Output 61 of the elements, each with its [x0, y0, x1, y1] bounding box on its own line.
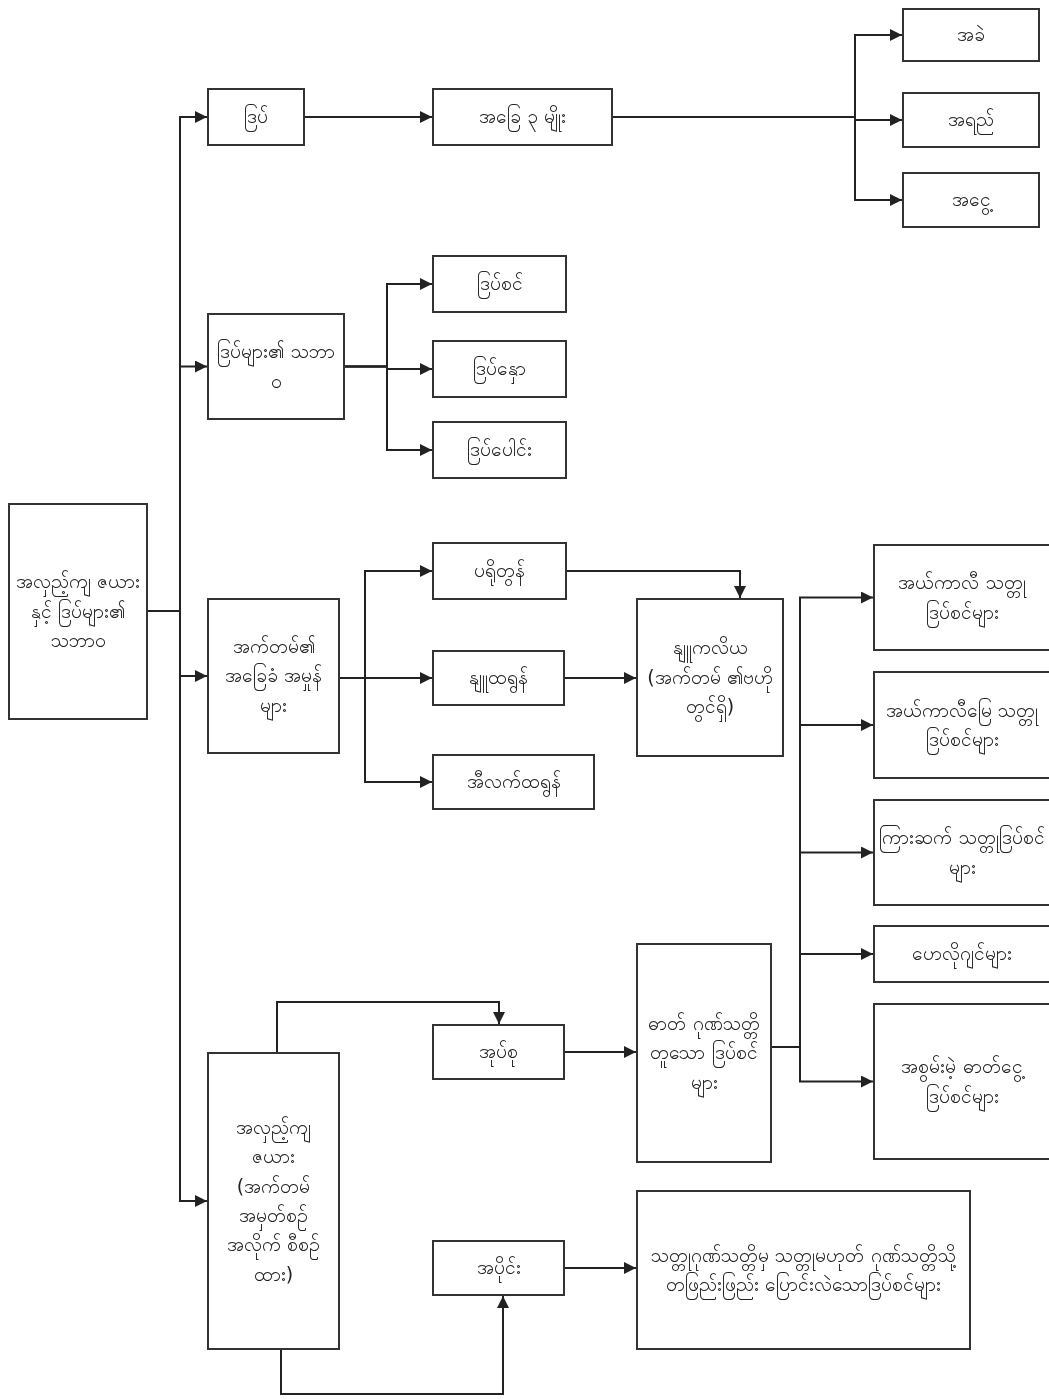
box-label: ကြားဆက် သတ္တုဒြပ်စင်များ [879, 823, 1045, 882]
process-box [636, 943, 772, 1163]
box-label: ဒြပ်ပေါင်း [467, 435, 532, 465]
process-box [902, 172, 1040, 228]
box-label: နျူကလိယ (အက်တမ် ၏ဗဟိုတွင်ရှိ) [642, 633, 778, 722]
box-label: သတ္တုဂုဏ်သတ္တိမှ သတ္တုမဟုတ် ဂုဏ်သတ္တိသို့ တဖြည်းဖြည်း ပြောင်းလဲသောဒြပ်စင်များ [642, 1240, 965, 1300]
process-box [207, 88, 305, 146]
process-box [432, 754, 595, 810]
box-label: ပရိုတွန် [474, 556, 525, 586]
box-label: ဒြပ်များ၏ သဘာဝ [216, 338, 336, 394]
process-box [432, 650, 565, 706]
box-label: အယ်ကာလီမြေ သတ္တုဒြပ်စင်များ [879, 695, 1045, 755]
process-box [432, 340, 567, 398]
box-label: အက်တမ်၏ အခြေခံ အမှုန်များ [213, 631, 334, 721]
box-label: အပိုင်း [476, 1253, 521, 1283]
box-label: ဓာတ် ဂုဏ်သတ္တိ တူသော ဒြပ်စင်များ [642, 1008, 766, 1098]
box-label: အယ်ကာလီ သတ္တုဒြပ်စင်များ [879, 568, 1045, 627]
process-box [207, 598, 340, 754]
process-box [432, 542, 567, 600]
arrow [564, 672, 637, 684]
process-box [636, 598, 784, 757]
box-label: အငွေ့ [951, 185, 991, 215]
process-box [902, 8, 1040, 62]
box-label: အခြေ ၃ မျိုး [478, 102, 567, 132]
process-box [432, 255, 567, 313]
box-label: အစွမ်းမဲ့ ဓာတ်ငွေ့ ဒြပ်စင်များ [879, 1052, 1045, 1111]
arrow [771, 1046, 874, 1088]
arrow [276, 1001, 505, 1053]
box-label: အလှည့်ကျ ဇယားနှင့် ဒြပ်များ၏ သဘာဝ [14, 569, 141, 654]
arrow [566, 570, 746, 599]
arrow [344, 365, 433, 456]
process-box [873, 671, 1049, 779]
arrow [564, 1262, 637, 1274]
process-box [873, 544, 1049, 651]
box-label: အခဲ [957, 22, 985, 48]
box-label: အလှည့်ကျ ဇယား (အက်တမ် အမှတ်စဉ် အလိုက် စီစဉ်ထား) [225, 1114, 321, 1287]
box-label: အုပ်စု [479, 1037, 518, 1067]
box-label: ဒြပ်နှော [473, 354, 526, 384]
process-box [873, 925, 1049, 983]
arrow [304, 111, 433, 123]
arrow [339, 677, 433, 788]
process-box [873, 1003, 1049, 1160]
arrow [280, 1295, 509, 1395]
arrow [612, 116, 903, 206]
process-box [432, 421, 567, 479]
process-box [207, 1052, 340, 1350]
process-box [207, 313, 345, 420]
process-box [8, 503, 148, 720]
box-label: နျူထရွန် [469, 663, 528, 693]
box-label: ဟေလိုဂျင်များ [912, 939, 1012, 969]
box-label: ဒြပ်စင် [476, 269, 523, 299]
arrow [564, 1046, 637, 1058]
process-box [902, 92, 1040, 148]
process-box [873, 799, 1049, 906]
box-label: အရည် [948, 105, 994, 135]
process-box [432, 88, 613, 146]
box-label: အီလက်ထရွန် [466, 767, 561, 797]
process-box [432, 1024, 565, 1080]
box-label: ဒြပ် [244, 102, 268, 132]
process-box [636, 1190, 971, 1350]
process-box [432, 1240, 565, 1296]
